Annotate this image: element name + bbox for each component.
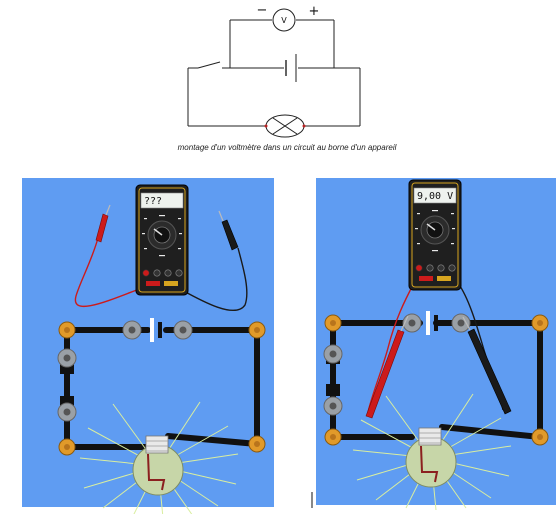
battery-icon	[402, 311, 471, 335]
red-probe	[74, 204, 143, 308]
black-probe	[179, 210, 248, 311]
plus-sign: +	[309, 4, 320, 19]
circuit-schematic: V − + montage d'un voltmètre dans un cir…	[178, 3, 397, 152]
black-probe	[457, 282, 512, 415]
battery-icon	[122, 318, 193, 342]
minus-sign: −	[257, 3, 268, 18]
multimeter-icon: 9,00 V	[408, 179, 462, 291]
schematic-caption: montage d'un voltmètre dans un circuit a…	[178, 143, 397, 152]
left-meter-reading: ???	[144, 196, 162, 207]
switch-block-bottom	[326, 384, 340, 396]
voltmeter-symbol-label: V	[281, 16, 287, 25]
battery-symbol-icon	[285, 54, 297, 82]
multimeter-icon: ???	[135, 184, 189, 296]
right-circuit-scene: 9,00 V	[311, 178, 556, 511]
red-probe	[365, 282, 415, 419]
switch-symbol-icon	[197, 61, 221, 69]
voltmeter-symbol-icon: V	[272, 8, 296, 32]
lamp-symbol-icon	[264, 114, 306, 138]
right-meter-reading: 9,00 V	[417, 191, 453, 202]
left-circuit-scene: ???	[22, 178, 274, 514]
